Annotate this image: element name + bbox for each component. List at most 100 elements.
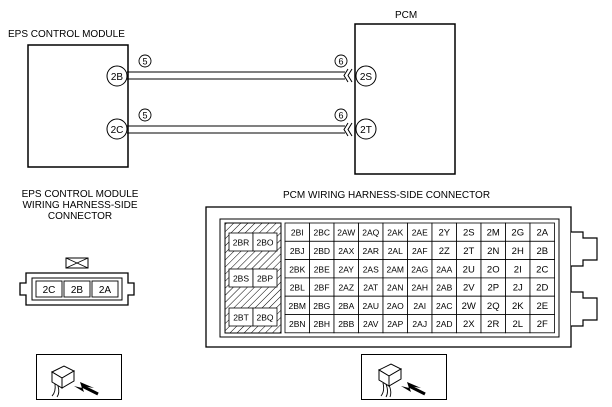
svg-text:2AX: 2AX (338, 246, 354, 256)
eps-connector-face: 2C 2B 2A (19, 257, 135, 306)
pcm-connector-cell: 2AC (431, 295, 457, 315)
svg-text:2AM: 2AM (387, 264, 404, 274)
svg-text:2AF: 2AF (412, 246, 428, 256)
pcm-connector-cell: 2BH (309, 314, 335, 334)
svg-text:2H: 2H (512, 246, 524, 257)
pcm-left-block-cell: 2BP (252, 268, 278, 288)
pcm-connector-cell: 2BC (309, 222, 335, 242)
svg-text:2BO: 2BO (256, 238, 273, 248)
svg-text:2AC: 2AC (436, 301, 453, 311)
pcm-connector-cell: 2AY (333, 259, 359, 279)
pcm-connector-cell: 2H (505, 240, 531, 260)
pcm-connector-cell: 2AZ (333, 277, 359, 297)
pcm-connector-cell: 2C (529, 259, 555, 279)
wiring-diagram: 2B 2C 5 5 6 6 2S 2T (27, 23, 456, 175)
wire-marker: 6 (334, 54, 348, 68)
svg-text:2AJ: 2AJ (412, 319, 427, 329)
svg-text:2AV: 2AV (363, 319, 379, 329)
svg-text:2AI: 2AI (413, 301, 426, 311)
pcm-box (354, 23, 456, 175)
svg-text:2AS: 2AS (363, 264, 379, 274)
pcm-connector-cell: 2AT (358, 277, 384, 297)
pcm-terminal-label: 2T (360, 125, 372, 136)
svg-text:2R: 2R (487, 319, 499, 330)
pcm-connector-cell: 2P (480, 277, 506, 297)
svg-text:2AT: 2AT (363, 283, 378, 293)
pcm-connector-cell: 2V (456, 277, 482, 297)
svg-text:2AY: 2AY (339, 264, 355, 274)
pcm-left-block-cell: 2BT (228, 307, 254, 327)
svg-text:2BP: 2BP (257, 274, 273, 284)
pcm-connector-cell: 2G (505, 222, 531, 242)
wire-marker: 5 (138, 108, 152, 122)
wire-2 (127, 125, 345, 134)
svg-text:6: 6 (338, 57, 343, 67)
svg-text:2Z: 2Z (439, 246, 450, 257)
pcm-connector-cell: 2R (480, 314, 506, 334)
pcm-connector-cell: 2BE (309, 259, 335, 279)
pcm-connector-cell: 2B (529, 240, 555, 260)
svg-text:2M: 2M (487, 228, 500, 239)
connector-view-icon (36, 354, 122, 400)
pcm-connector-cell: 2BD (309, 240, 335, 260)
svg-text:2BG: 2BG (313, 301, 330, 311)
svg-text:5: 5 (142, 57, 147, 67)
svg-text:2S: 2S (463, 228, 475, 239)
pcm-connector-cell: 2AK (382, 222, 408, 242)
pcm-left-block-cell: 2BQ (252, 307, 278, 327)
pcm-connector-cell: 2Y (431, 222, 457, 242)
svg-text:2C: 2C (536, 264, 548, 275)
pcm-terminal-2t: 2T (355, 118, 377, 140)
svg-text:2AU: 2AU (362, 301, 379, 311)
eps-connector-title-line: WIRING HARNESS-SIDE (22, 200, 138, 211)
pcm-connector-cell: 2N (480, 240, 506, 260)
wire-marker: 6 (334, 108, 348, 122)
svg-text:2D: 2D (536, 283, 548, 294)
pcm-connector-cell: 2BM (284, 295, 310, 315)
eps-connector-title-line: EPS CONTROL MODULE (21, 189, 139, 200)
svg-text:2F: 2F (537, 319, 548, 330)
pcm-connector-cell: 2Z (431, 240, 457, 260)
svg-text:2AL: 2AL (388, 246, 403, 256)
svg-text:2BR: 2BR (233, 238, 250, 248)
svg-text:2AG: 2AG (411, 264, 428, 274)
pcm-connector-cell: 2A (529, 222, 555, 242)
pcm-connector-cell: 2AU (358, 295, 384, 315)
pcm-connector-cell: 2F (529, 314, 555, 334)
pcm-connector-cell: 2X (456, 314, 482, 334)
pcm-connector-cell: 2AV (358, 314, 384, 334)
svg-text:2P: 2P (487, 283, 499, 294)
svg-text:2L: 2L (512, 319, 523, 330)
eps-terminal-2c: 2C (106, 118, 128, 140)
eps-terminal-label: 2B (111, 72, 124, 83)
svg-text:2BM: 2BM (289, 301, 306, 311)
eps-connector-cell: 2B (63, 280, 91, 298)
pcm-terminal-2s: 2S (355, 65, 377, 87)
svg-text:2AE: 2AE (412, 228, 428, 238)
svg-text:2X: 2X (463, 319, 475, 330)
svg-text:2AN: 2AN (387, 283, 404, 293)
svg-text:2B: 2B (71, 285, 84, 296)
pcm-connector-cell: 2AJ (407, 314, 433, 334)
pcm-connector-cell: 2AB (431, 277, 457, 297)
pcm-connector-cell: 2E (529, 295, 555, 315)
svg-text:2I: 2I (514, 264, 522, 275)
pcm-connector-cell: 2AH (407, 277, 433, 297)
svg-text:5: 5 (142, 111, 147, 121)
pcm-connector-cell: 2BB (333, 314, 359, 334)
pcm-connector-title: PCM WIRING HARNESS-SIDE CONNECTOR (283, 190, 491, 201)
pcm-connector-cell: 2D (529, 277, 555, 297)
pcm-connector-cell: 2AW (333, 222, 359, 242)
pcm-connector-cell: 2I (505, 259, 531, 279)
pcm-connector-cell: 2AF (407, 240, 433, 260)
pcm-connector-cell: 2Q (480, 295, 506, 315)
svg-text:2Y: 2Y (438, 228, 450, 239)
pcm-connector-cell: 2BL (284, 277, 310, 297)
chevron-icon (343, 68, 353, 137)
eps-connector-title: EPS CONTROL MODULE WIRING HARNESS-SIDE C… (0, 189, 160, 222)
svg-text:2T: 2T (463, 246, 474, 257)
pcm-label: PCM (395, 10, 418, 21)
eps-connector-cell: 2C (35, 280, 63, 298)
wire-marker: 5 (138, 54, 152, 68)
svg-text:2B: 2B (536, 246, 548, 257)
